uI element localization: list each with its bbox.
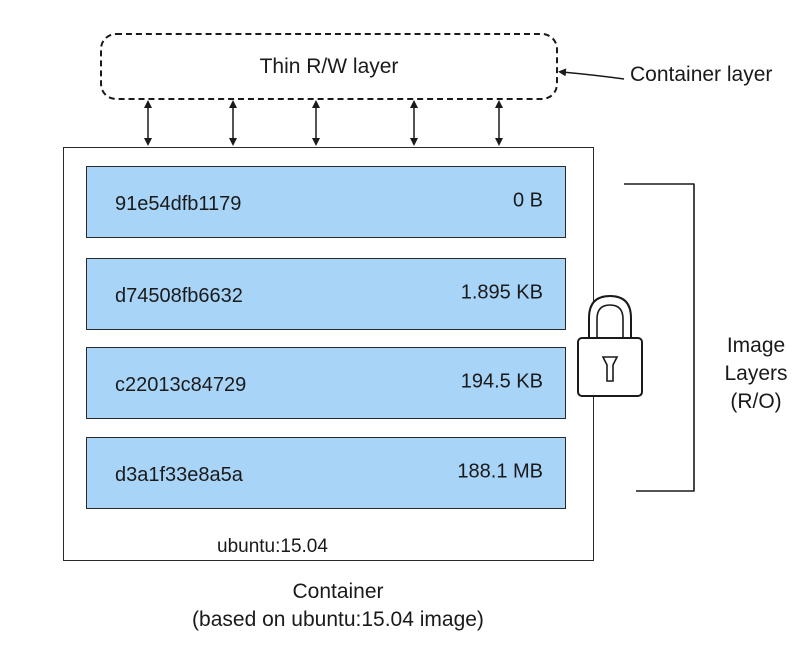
- ro-label-line1: Image: [726, 334, 786, 357]
- image-layer: d3a1f33e8a5a 188.1 MB: [86, 437, 566, 509]
- layer-id: d3a1f33e8a5a: [115, 463, 243, 486]
- container-caption-subtitle: (based on ubuntu:15.04 image): [192, 608, 484, 631]
- layer-size: 1.895 KB: [460, 281, 543, 304]
- image-layer: 91e54dfb1179 0 B: [86, 166, 566, 238]
- thin-rw-layer-label: Thin R/W layer: [259, 54, 399, 78]
- base-image-label: ubuntu:15.04: [217, 536, 328, 557]
- image-layer: d74508fb6632 1.895 KB: [86, 258, 566, 330]
- layer-size: 188.1 MB: [457, 460, 543, 483]
- layer-size: 194.5 KB: [460, 370, 543, 393]
- ro-label-line3: (R/O): [730, 390, 782, 413]
- layer-id: c22013c84729: [115, 373, 247, 396]
- container-layer-pointer-arrow: [558, 68, 625, 80]
- thin-rw-layer-box: Thin R/W layer: [100, 33, 558, 100]
- layer-id: d74508fb6632: [115, 284, 243, 307]
- container-layer-label: Container layer: [630, 63, 773, 86]
- container-caption: Container (based on ubuntu:15.04 image): [0, 578, 676, 634]
- image-layers-ro-label: Image Layers (R/O): [712, 332, 800, 416]
- image-layer: c22013c84729 194.5 KB: [86, 347, 566, 419]
- layer-size: 0 B: [512, 189, 543, 212]
- image-layers-bracket: [624, 183, 695, 492]
- ro-label-line2: Layers: [724, 362, 788, 385]
- layer-id: 91e54dfb1179: [115, 192, 242, 215]
- container-caption-title: Container: [292, 580, 384, 603]
